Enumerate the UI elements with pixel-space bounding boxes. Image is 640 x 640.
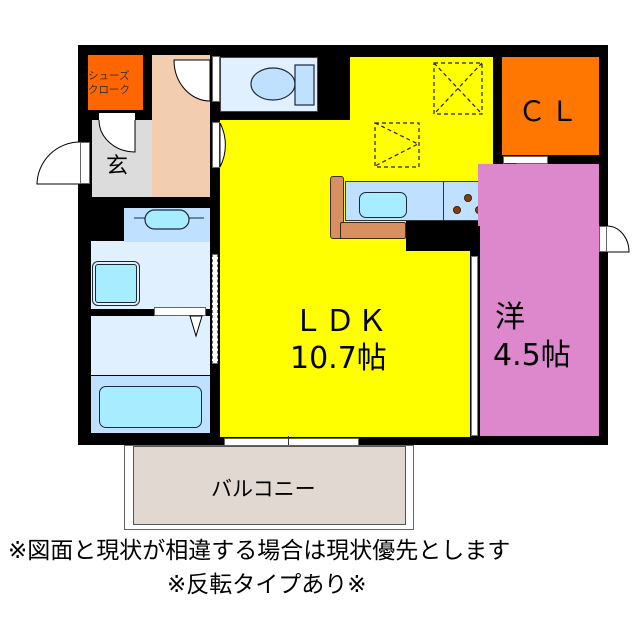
kitchen-wall-block xyxy=(406,221,480,251)
kitchen-counter-divider xyxy=(443,181,444,221)
storage-hatch-icon xyxy=(433,62,483,115)
ldk-size: 10.7帖 xyxy=(290,341,387,376)
kitchen-sink-icon xyxy=(359,192,407,218)
bathroom xyxy=(91,316,210,375)
front-door-swing-icon[interactable] xyxy=(36,141,82,187)
toilet-door xyxy=(212,56,220,102)
balcony-room: バルコニー xyxy=(133,446,406,525)
closet-label: ＣＬ xyxy=(518,95,583,128)
shoe-closet-door-sill xyxy=(99,113,135,120)
western-window xyxy=(599,226,607,252)
western-sliding-door[interactable] xyxy=(471,256,478,436)
ldk-room-upper xyxy=(220,120,493,180)
washing-machine-icon xyxy=(92,261,140,306)
kitchen-counter-wood-bottom xyxy=(340,222,406,239)
closet-room: ＣＬ xyxy=(502,57,599,155)
wash-basin-icon xyxy=(134,209,204,230)
ldk-door xyxy=(212,122,220,168)
entrance-room: 玄 xyxy=(92,120,152,197)
entrance-label: 玄 xyxy=(106,154,129,179)
ldk-door-swing-icon[interactable] xyxy=(219,122,265,168)
note-line-1: ※図面と現状が相違する場合は現状優先とします xyxy=(8,538,511,564)
range-hood-icon xyxy=(374,122,420,168)
shoe-closet-door-swing-icon xyxy=(98,119,136,153)
bathroom-door-arrow-icon xyxy=(189,315,203,338)
ldk-label: ＬＤＫ xyxy=(293,304,389,339)
toilet-door-swing-icon xyxy=(173,59,211,102)
balcony-window-mullion xyxy=(288,436,289,448)
note-line-2: ※反転タイプあり※ xyxy=(167,572,367,598)
toilet-icon xyxy=(250,64,315,106)
washroom-sliding-door[interactable] xyxy=(212,254,218,364)
western-room-cutout xyxy=(478,164,503,226)
closet-door[interactable] xyxy=(503,156,548,164)
front-door-opening xyxy=(80,142,90,184)
shoe-closet-label-1: シューズ xyxy=(88,70,130,82)
balcony-label: バルコニー xyxy=(211,477,316,501)
bathroom-door[interactable] xyxy=(154,307,206,316)
bathtub-icon xyxy=(99,386,202,428)
western-window-swing-icon[interactable] xyxy=(606,225,632,254)
western-size: 4.5帖 xyxy=(493,338,571,373)
shoe-closet-room: シューズ クローク xyxy=(88,55,143,110)
shoe-closet-label-2: クローク xyxy=(88,84,130,96)
western-label: 洋 xyxy=(495,300,525,335)
